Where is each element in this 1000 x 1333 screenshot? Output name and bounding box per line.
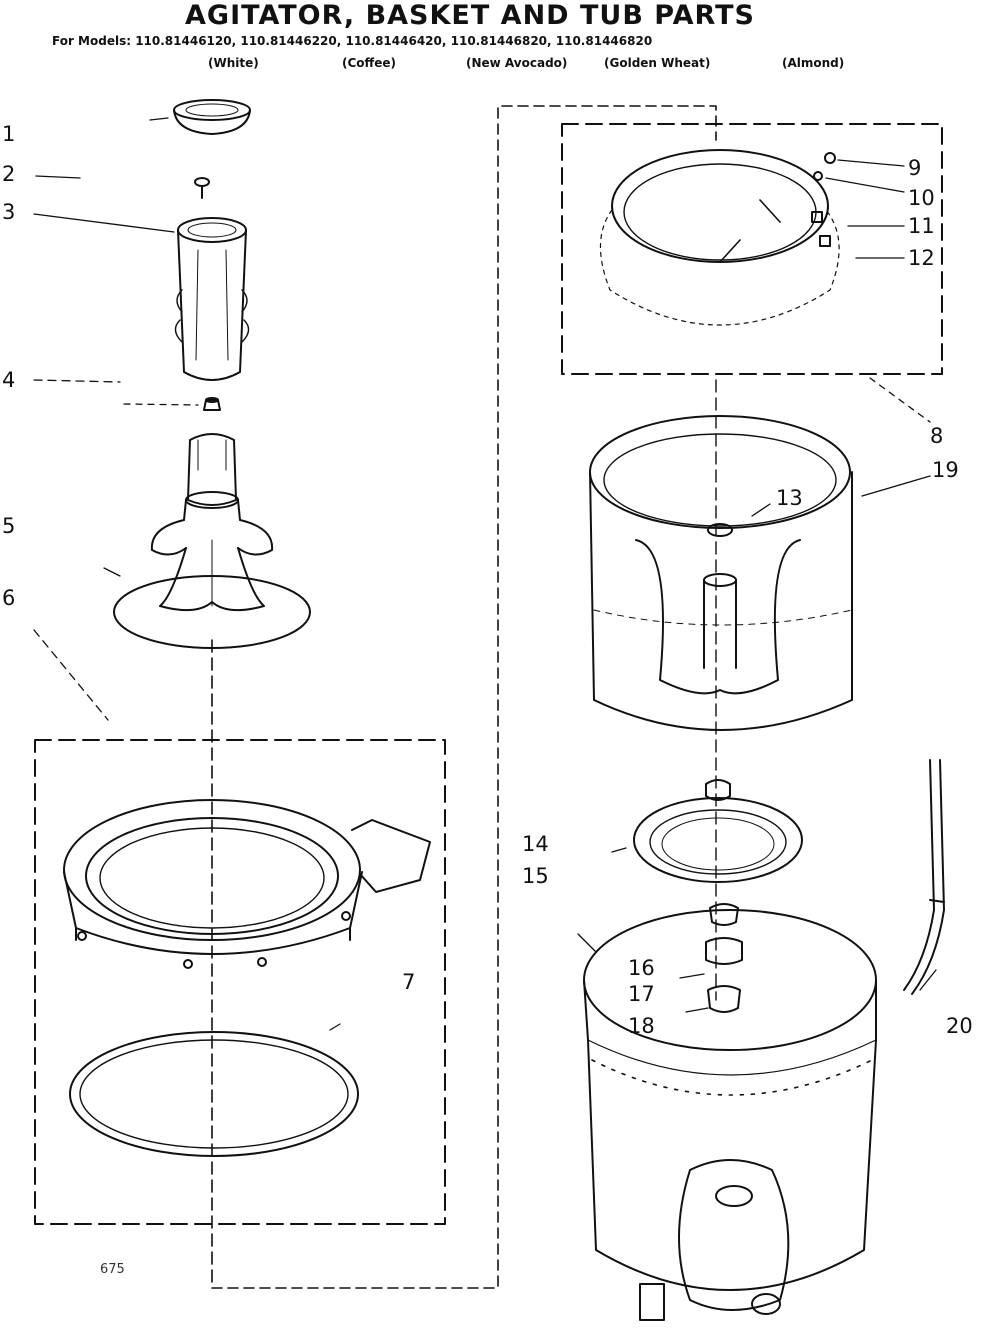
seal-bearing-stack-parts (706, 904, 742, 1012)
agitator-barrel-part (175, 218, 248, 380)
callout-16: 16 (628, 956, 655, 980)
callout-4: 4 (2, 368, 16, 392)
diagram-title: AGITATOR, BASKET AND TUB PARTS (185, 0, 755, 31)
agitator-cap-part (174, 100, 250, 134)
color-label-new-avocado: (New Avocado) (466, 56, 568, 70)
color-label-white: (White) (208, 56, 259, 70)
leader-lines (34, 118, 936, 1030)
callout-10: 10 (908, 186, 935, 210)
color-label-almond: (Almond) (782, 56, 845, 70)
callout-7: 7 (402, 970, 416, 994)
callout-11: 11 (908, 214, 935, 238)
spin-basket-part (590, 416, 852, 730)
tub-ring-part (64, 800, 430, 968)
small-fasteners-parts (812, 153, 835, 246)
outer-tub-part (584, 910, 876, 1320)
callout-6: 6 (2, 586, 16, 610)
bolt-part (195, 178, 209, 198)
hose-part (904, 760, 944, 994)
footer-note: 675 (100, 1262, 125, 1277)
callout-3: 3 (2, 200, 16, 224)
callout-15: 15 (522, 864, 549, 888)
callout-1: 1 (2, 122, 16, 146)
callout-20: 20 (946, 1014, 973, 1038)
callout-19: 19 (932, 458, 959, 482)
bearing-ring-part (634, 780, 802, 882)
tub-seal-part (70, 1032, 358, 1156)
color-label-coffee: (Coffee) (342, 56, 397, 70)
callout-13: 13 (776, 486, 803, 510)
callout-12: 12 (908, 246, 935, 270)
models-line: For Models: 110.81446120, 110.81446220, … (52, 34, 653, 48)
callout-17: 17 (628, 982, 655, 1006)
basket-ring-group-box (562, 124, 942, 374)
basket-top-ring-part (600, 150, 839, 325)
color-label-golden-wheat: (Golden Wheat) (604, 56, 711, 70)
callout-5: 5 (2, 514, 16, 538)
connector-dashed-line (212, 106, 716, 1288)
callout-2: 2 (2, 162, 16, 186)
tub-ring-group-box (35, 740, 445, 1224)
callout-18: 18 (628, 1014, 655, 1038)
agitator-base-part (114, 434, 310, 648)
callout-8: 8 (930, 424, 944, 448)
callout-14: 14 (522, 832, 549, 856)
nut-part (204, 398, 220, 410)
callout-9: 9 (908, 156, 922, 180)
